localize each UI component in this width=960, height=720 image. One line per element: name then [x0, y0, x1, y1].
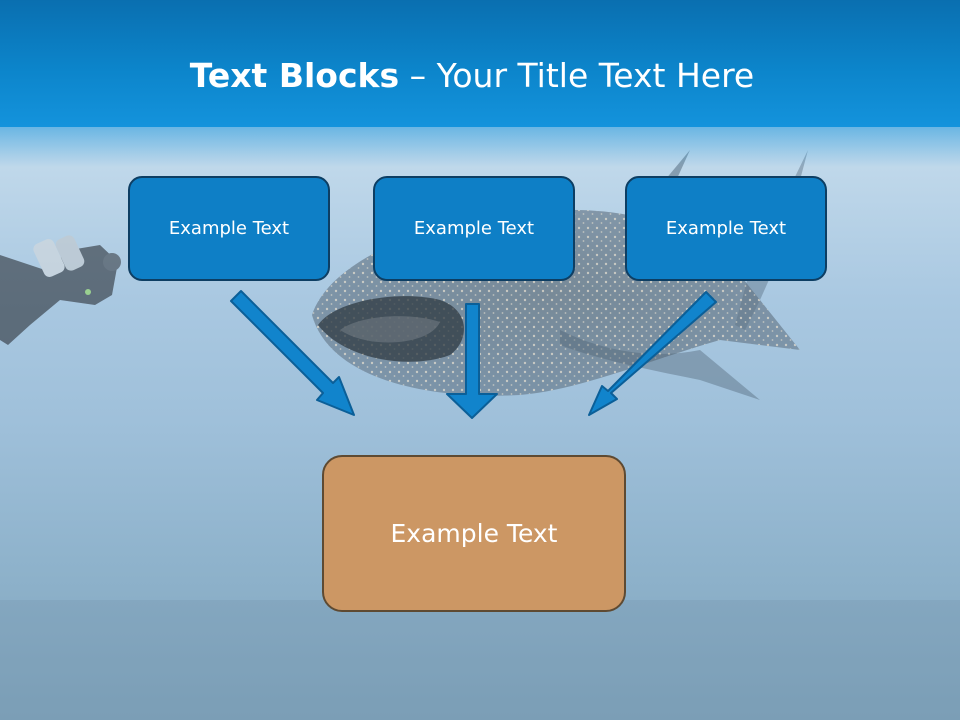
top-text-block-3-label: Example Text	[665, 218, 787, 239]
slide-title: Text Blocks – Your Title Text Here	[0, 54, 944, 98]
result-text-block[interactable]: Example Text	[322, 455, 626, 612]
arrow-right-icon	[588, 291, 717, 416]
top-text-block-3[interactable]: Example Text	[625, 176, 827, 281]
top-text-block-2-label: Example Text	[413, 218, 535, 239]
arrow-center-icon	[446, 303, 498, 419]
diver	[0, 235, 121, 345]
top-text-block-2[interactable]: Example Text	[373, 176, 575, 281]
top-text-block-1[interactable]: Example Text	[128, 176, 330, 281]
slide-title-bold: Text Blocks	[189, 56, 400, 95]
arrow-left-icon	[230, 290, 355, 416]
title-bar	[0, 0, 960, 127]
title-bar-fade	[0, 127, 960, 167]
top-text-block-1-label: Example Text	[168, 218, 290, 239]
result-text-block-label: Example Text	[390, 519, 558, 548]
slide-title-rest: – Your Title Text Here	[399, 56, 755, 95]
